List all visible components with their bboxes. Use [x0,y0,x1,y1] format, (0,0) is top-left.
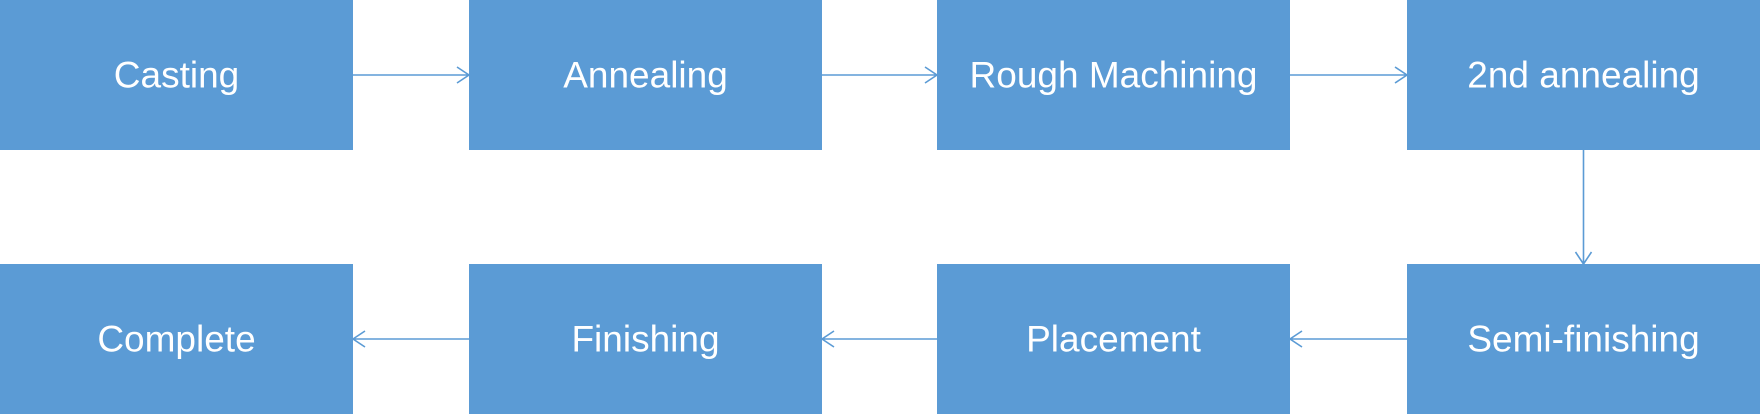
node-box-casting [0,0,353,150]
node-box-complete [0,264,353,414]
edge-placement-to-finishing [820,330,937,348]
node-box-rough-machining [937,0,1290,150]
edge-semi-finishing-to-placement [1288,330,1407,348]
node-rough-machining: Rough Machining [937,0,1290,150]
node-complete: Complete [0,264,353,414]
node-box-placement [937,264,1290,414]
node-box-finishing [469,264,822,414]
edge-casting-to-annealing [353,66,471,84]
node-label-casting: Casting [114,55,239,96]
edge-rough-machining-to-2nd-annealing [1290,66,1409,84]
node-label-complete: Complete [97,319,255,360]
node-box-2nd-annealing [1407,0,1760,150]
node-label-semi-finishing: Semi-finishing [1467,319,1699,360]
node-semi-finishing: Semi-finishing [1407,264,1760,414]
edge-finishing-to-complete [351,330,469,348]
node-casting: Casting [0,0,353,150]
node-label-2nd-annealing: 2nd annealing [1467,55,1700,96]
node-2nd-annealing: 2nd annealing [1407,0,1760,150]
node-finishing: Finishing [469,264,822,414]
node-label-placement: Placement [1026,319,1202,360]
node-label-rough-machining: Rough Machining [970,55,1258,96]
edge-annealing-to-rough-machining [822,66,939,84]
node-box-annealing [469,0,822,150]
node-label-finishing: Finishing [571,319,719,360]
node-annealing: Annealing [469,0,822,150]
edge-2nd-annealing-to-semi-finishing [1574,150,1593,266]
node-box-semi-finishing [1407,264,1760,414]
node-placement: Placement [937,264,1290,414]
node-label-annealing: Annealing [563,55,728,96]
